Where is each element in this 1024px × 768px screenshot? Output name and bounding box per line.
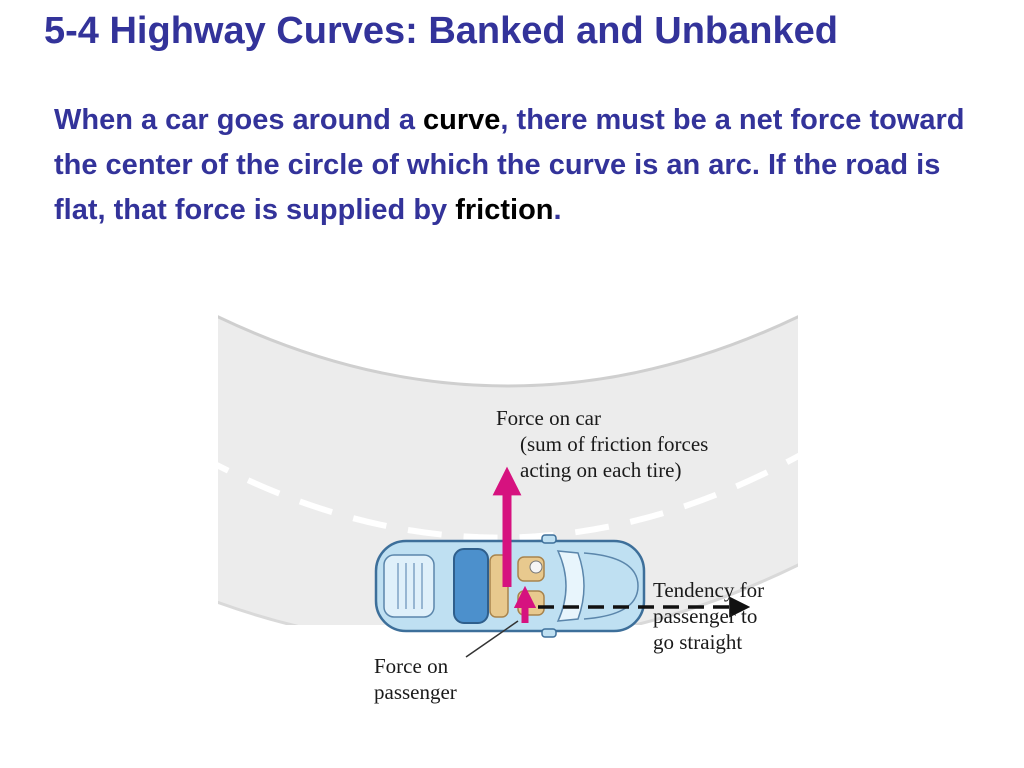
slide-body-text: When a car goes around a curve, there mu…	[54, 98, 974, 233]
passenger-leader-line	[465, 620, 519, 658]
term-friction: friction	[455, 194, 554, 226]
force-on-passenger-line2: passenger	[374, 680, 457, 704]
label-tendency: Tendency for passenger to go straight	[653, 577, 764, 655]
body-text-part3: .	[553, 194, 562, 226]
force-on-car-line2: (sum of friction forces	[520, 432, 709, 456]
tendency-line2: passenger to	[653, 604, 758, 628]
tendency-line1: Tendency for	[653, 578, 765, 602]
body-text-part1: When a car goes around a	[54, 104, 424, 136]
slide-title: 5-4 Highway Curves: Banked and Unbanked	[44, 10, 838, 52]
tendency-line3: go straight	[653, 630, 743, 654]
force-on-car-line3: acting on each tire)	[520, 458, 682, 482]
label-force-on-car: Force on car (sum of friction forces act…	[496, 405, 708, 483]
figure-illustration	[218, 314, 798, 658]
curve-figure: Force on car (sum of friction forces act…	[218, 305, 798, 715]
term-curve: curve	[423, 104, 501, 136]
force-on-passenger-line1: Force on	[374, 654, 449, 678]
force-on-car-line1: Force on car	[496, 406, 601, 430]
label-force-on-passenger: Force on passenger	[374, 653, 457, 705]
body-text-part2: , there must be a net force toward the c…	[54, 104, 965, 226]
